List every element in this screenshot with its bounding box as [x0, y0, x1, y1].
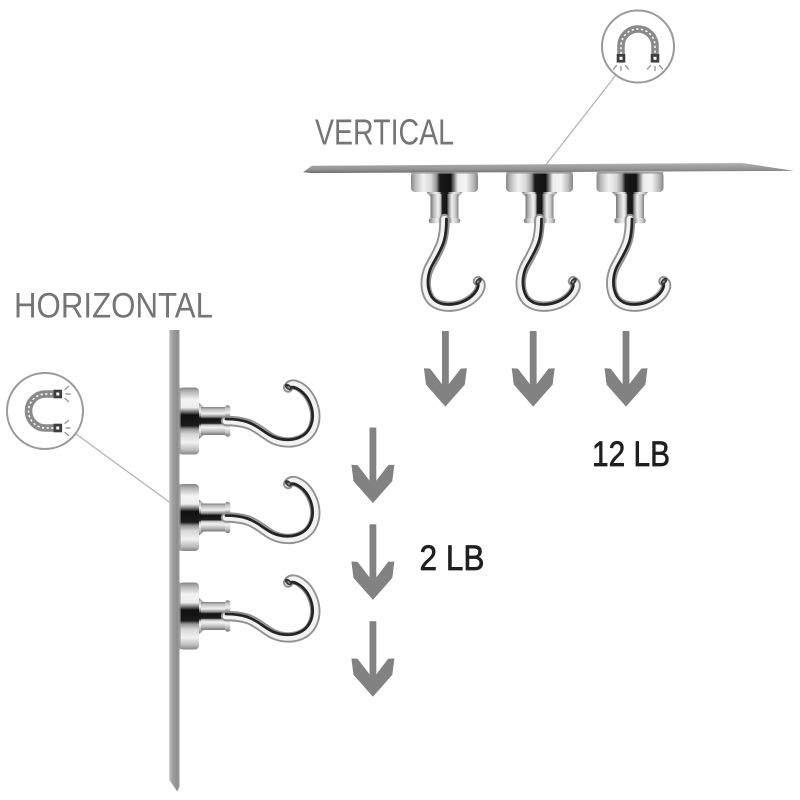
svg-text:VERTICAL: VERTICAL	[315, 112, 454, 153]
svg-text:2 LB: 2 LB	[420, 539, 485, 578]
svg-text:HORIZONTAL: HORIZONTAL	[14, 287, 213, 326]
svg-text:12 LB: 12 LB	[592, 435, 670, 474]
